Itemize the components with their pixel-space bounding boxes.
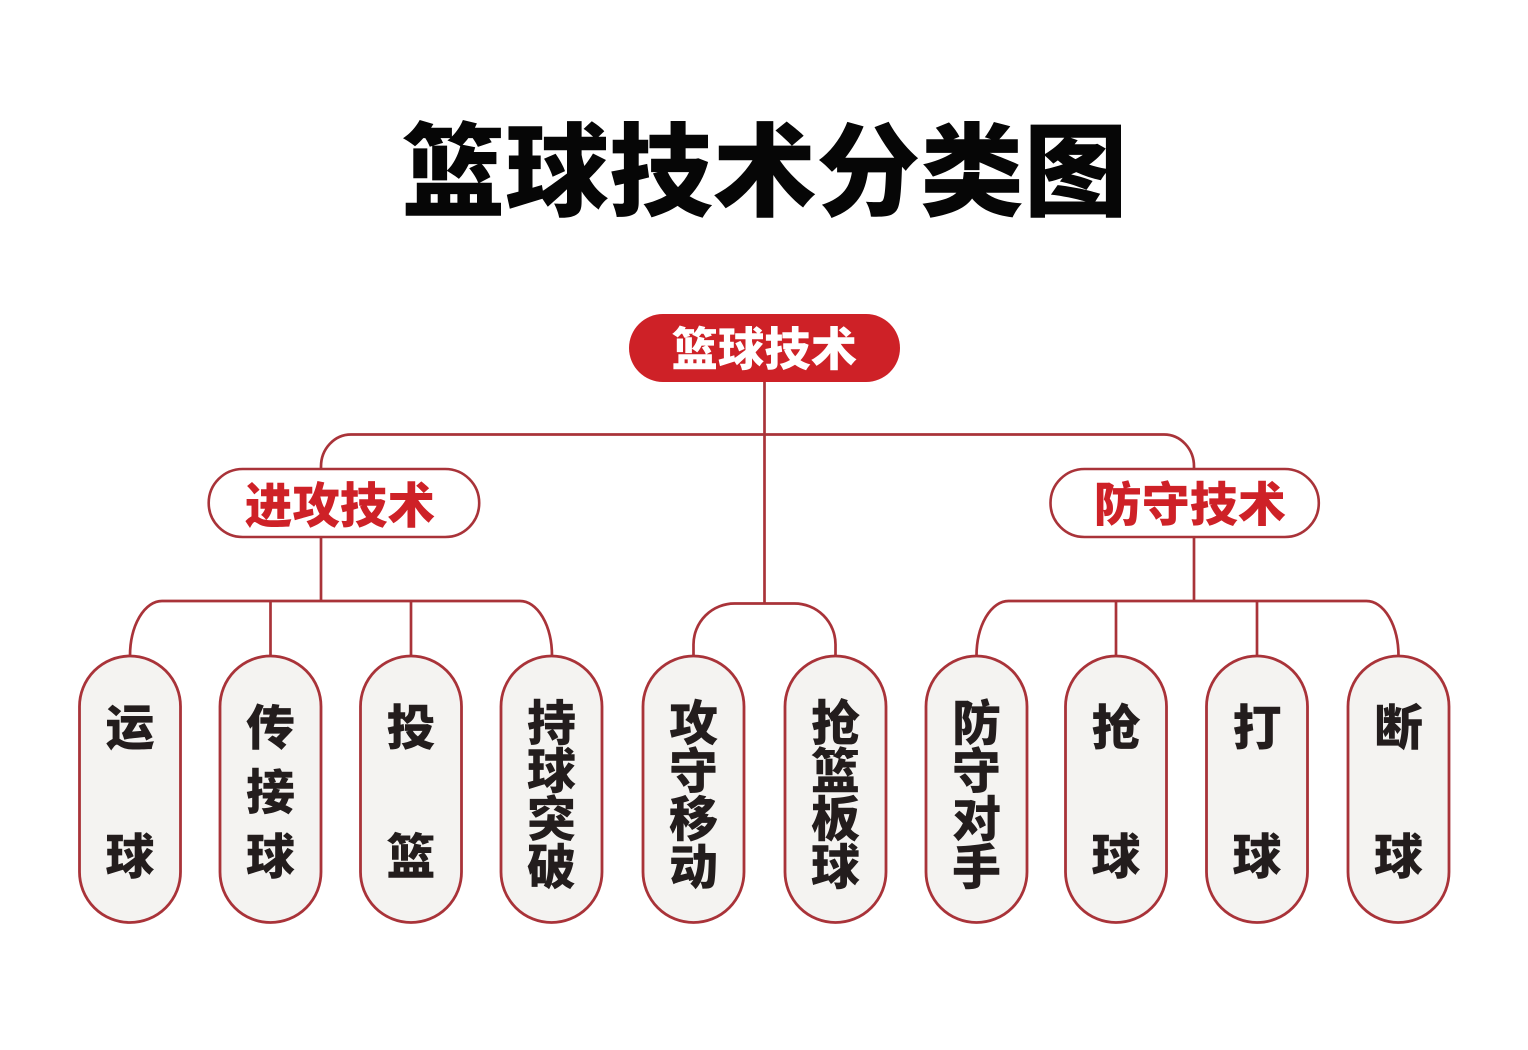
- node-shooting: 投篮: [359, 654, 463, 924]
- node-defense-glyphs: [1096, 480, 1286, 526]
- node-offense-defense-movement-glyphs: [669, 698, 718, 890]
- node-root-glyphs: [672, 325, 857, 371]
- node-slapping-ball-pill: [1205, 654, 1309, 924]
- diagram-title: 篮球技术分类图: [403, 120, 1121, 218]
- node-passing-catching-pill: [218, 654, 323, 924]
- node-guarding-opponent: 防守对手: [924, 654, 1029, 924]
- node-intercepting-glyphs: [1374, 702, 1423, 879]
- connector-center-bracket: [692, 602, 837, 657]
- node-rebounding-glyphs: [811, 698, 860, 890]
- node-shooting-pill: [359, 654, 463, 924]
- node-stealing-glyphs: [1092, 702, 1141, 879]
- node-defense: 防守技术: [1049, 467, 1321, 539]
- node-offense-glyphs: [245, 481, 435, 528]
- node-shooting-glyphs: [387, 703, 435, 878]
- node-slapping-ball-glyphs: [1233, 703, 1281, 879]
- node-intercepting: 断球: [1346, 654, 1451, 924]
- connector-offense-bracket: [128, 599, 554, 657]
- node-passing-catching-glyphs: [246, 703, 295, 879]
- node-drive-with-ball-glyphs: [527, 698, 576, 890]
- node-drive-with-ball: 持球突破: [499, 654, 604, 924]
- node-dribbling-glyphs: [106, 704, 154, 879]
- node-dribbling-pill: [78, 654, 182, 924]
- connector-lines: [128, 380, 1400, 657]
- node-guarding-opponent-glyphs: [953, 698, 1000, 890]
- node-stealing-pill: [1064, 654, 1168, 924]
- node-rebounding: 抢篮板球: [783, 654, 888, 924]
- node-passing-catching: 传接球: [218, 654, 323, 924]
- node-dribbling: 运球: [78, 654, 182, 924]
- node-offense-defense-movement: 攻守移动: [641, 654, 746, 924]
- node-intercepting-pill: [1346, 654, 1451, 924]
- node-root-pill: [629, 314, 900, 382]
- node-root: 篮球技术: [629, 314, 900, 382]
- diagram-title-glyphs: [403, 120, 1121, 218]
- node-slapping-ball: 打球: [1205, 654, 1309, 924]
- node-offense: 进攻技术: [207, 467, 481, 539]
- connector-defense-bracket: [975, 599, 1400, 657]
- node-stealing: 抢球: [1064, 654, 1168, 924]
- connector-level1-rail: [319, 433, 1196, 470]
